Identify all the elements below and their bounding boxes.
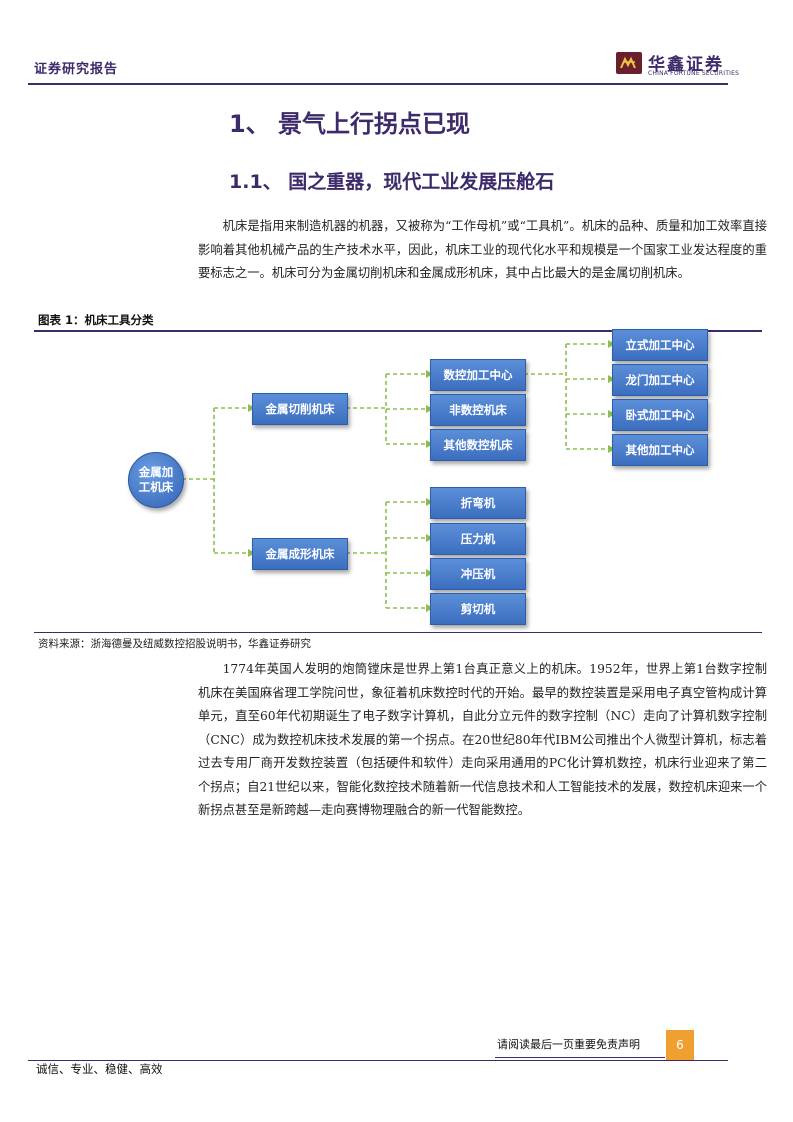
history-paragraph: 1774年英国人发明的炮筒镗床是世界上第1台真正意义上的机床。1952年，世界上… <box>198 658 767 823</box>
node-press: 压力机 <box>430 523 526 555</box>
history-paragraph-text: 1774年英国人发明的炮筒镗床是世界上第1台真正意义上的机床。1952年，世界上… <box>198 662 768 817</box>
node-cutting: 金属切削机床 <box>252 393 348 425</box>
node-punch: 冲压机 <box>430 558 526 590</box>
page-number: 6 <box>666 1030 694 1060</box>
disclaimer-underline <box>495 1057 665 1058</box>
company-logo-name: 华鑫证券 <box>648 55 724 75</box>
figure-top-rule <box>34 330 762 332</box>
node-forming: 金属成形机床 <box>252 538 348 570</box>
node-other-cnc: 其他数控机床 <box>430 429 526 461</box>
header-divider <box>28 83 728 85</box>
disclaimer-link[interactable]: 请阅读最后一页重要免责声明 <box>497 1038 640 1051</box>
intro-paragraph-text: 机床是指用来制造机器的机器，又被称为“工作母机”或“工具机”。机床的品种、质量和… <box>198 219 767 280</box>
company-motto: 诚信、专业、稳健、高效 <box>36 1062 163 1076</box>
node-other-center: 其他加工中心 <box>612 434 708 466</box>
node-bending: 折弯机 <box>430 487 526 519</box>
node-vertical-center: 立式加工中心 <box>612 329 708 361</box>
report-type-label: 证券研究报告 <box>34 62 119 77</box>
node-shear: 剪切机 <box>430 593 526 625</box>
footer-divider <box>28 1060 728 1061</box>
node-cnc-center: 数控加工中心 <box>430 359 526 391</box>
node-non-cnc: 非数控机床 <box>430 394 526 426</box>
machine-tool-classification-diagram: 金属加工机床 金属切削机床 金属成形机床 数控加工中心 非数控机床 其他数控机床… <box>34 329 762 632</box>
node-horizontal-center: 卧式加工中心 <box>612 399 708 431</box>
node-gantry-center: 龙门加工中心 <box>612 364 708 396</box>
company-logo-icon <box>616 52 642 74</box>
subsection-heading: 1.1、 国之重器，现代工业发展压舱石 <box>229 171 555 193</box>
intro-paragraph: 机床是指用来制造机器的机器，又被称为“工作母机”或“工具机”。机床的品种、质量和… <box>198 215 767 286</box>
diagram-connectors <box>182 340 615 612</box>
figure-source: 资料来源：浙海德曼及纽威数控招股说明书，华鑫证券研究 <box>38 638 311 650</box>
figure-bottom-rule <box>34 632 762 633</box>
figure-title: 图表 1：机床工具分类 <box>38 313 154 327</box>
section-heading: 1、 景气上行拐点已现 <box>229 110 471 138</box>
company-logo-english: CHINA FORTUNE SECURITIES <box>648 70 740 77</box>
node-root: 金属加工机床 <box>128 452 184 508</box>
